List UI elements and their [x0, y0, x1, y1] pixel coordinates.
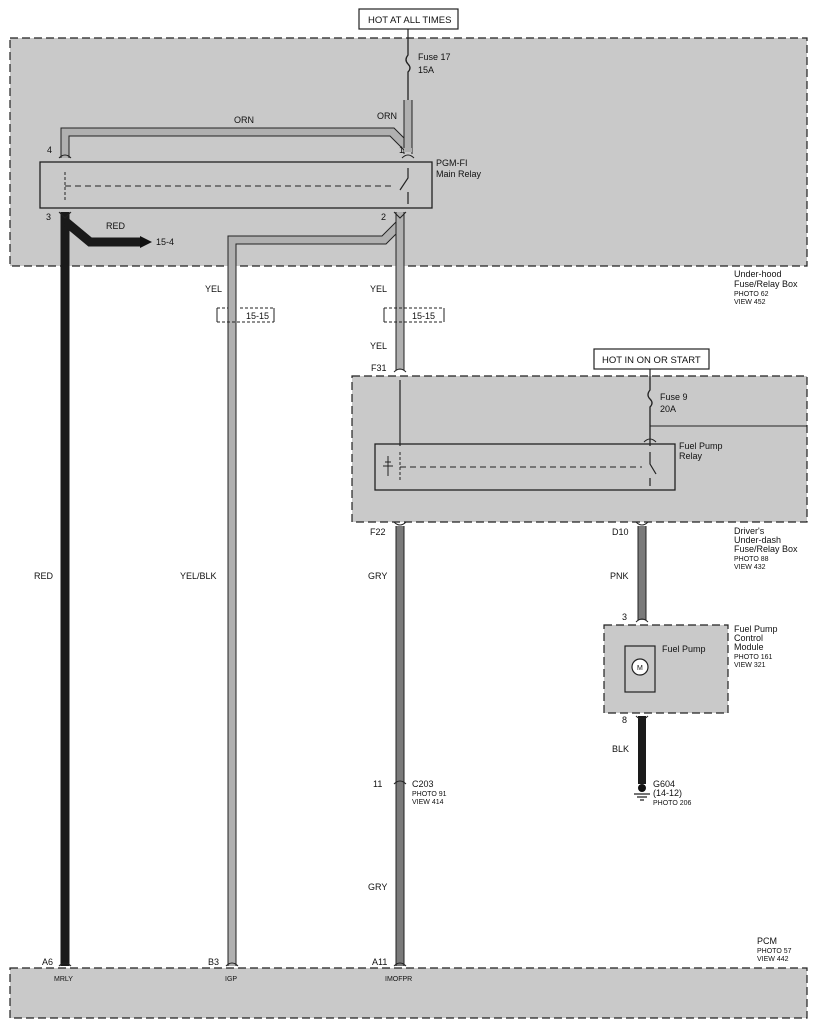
- fpcm-label-3: Module: [734, 642, 764, 652]
- pin-1: 1: [399, 145, 404, 155]
- yel-blk-wire: [228, 221, 403, 966]
- pcm-pin-imofpr: IMOFPR: [385, 976, 412, 983]
- fpcm-label-1: Fuel Pump: [734, 624, 778, 634]
- pcm-pin-igp: IGP: [225, 976, 237, 983]
- g604-label-1: G604: [653, 779, 675, 789]
- fuse-9-amp: 20A: [660, 404, 676, 414]
- wire-label-yel-right-2: YEL: [370, 341, 387, 351]
- c203-photo: PHOTO 91: [412, 791, 447, 798]
- red-branch-wire: [63, 218, 140, 247]
- driver-label-2: Under-dash: [734, 535, 781, 545]
- fuel-pump-motor-frame: [624, 645, 656, 693]
- pin-d10: D10: [612, 527, 629, 537]
- hot-in-on-or-start-box: [593, 348, 710, 370]
- driver-underdash-fuse-relay-box: [351, 375, 808, 523]
- driver-label-4: PHOTO 88: [734, 556, 769, 563]
- pin-a6: A6: [42, 957, 53, 967]
- pcm-label-3: VIEW 442: [757, 956, 789, 963]
- pgm-fi-main-relay: [39, 161, 433, 209]
- pin-f31: F31: [371, 363, 387, 373]
- motor-label: M: [637, 665, 643, 672]
- wire-label-red-branch: RED: [106, 221, 126, 231]
- fpcm-label-4: PHOTO 161: [734, 654, 772, 661]
- pin-2: 2: [381, 212, 386, 222]
- pcm-pin-mrly: MRLY: [54, 976, 73, 983]
- hot-in-on-or-start-label: HOT IN ON OR START: [602, 355, 701, 366]
- fuse-9-symbol: [647, 378, 653, 446]
- wire-label-blk: BLK: [612, 744, 629, 754]
- connector-15-15-b: 15-15: [412, 311, 435, 321]
- fpcm-label-5: VIEW 321: [734, 662, 766, 669]
- pin-a11: A11: [372, 957, 387, 967]
- pin-markers: [58, 154, 657, 967]
- pcm-label-1: PCM: [757, 936, 777, 946]
- driver-label-3: Fuse/Relay Box: [734, 544, 798, 554]
- motor-icon: [631, 658, 649, 676]
- g604-label-2: (14-12): [653, 788, 682, 798]
- hot-at-all-times-label: HOT AT ALL TIMES: [368, 15, 451, 26]
- fuse-17-symbol: [405, 40, 411, 100]
- fuse-9-label: Fuse 9: [660, 392, 688, 402]
- connector-15-15-a: 15-15: [246, 311, 269, 321]
- fuel-pump-control-module-box: [603, 624, 729, 714]
- c203-view: VIEW 414: [412, 799, 444, 806]
- fuel-pump-label: Fuel Pump: [662, 644, 706, 654]
- underhood-label-1: Under-hood: [734, 269, 782, 279]
- g604-label-3: PHOTO 206: [653, 800, 691, 807]
- pin-f22: F22: [370, 527, 386, 537]
- pcm-box: [9, 967, 808, 1019]
- ground-icon: [634, 793, 650, 801]
- fuse-17-amp: 15A: [418, 65, 434, 75]
- pin-fp8: 8: [622, 715, 627, 725]
- driver-label-5: VIEW 432: [734, 564, 766, 571]
- wire-label-yel-left: YEL: [205, 284, 222, 294]
- pgm-relay-label-2: Main Relay: [436, 169, 482, 179]
- pin-11: 11: [373, 779, 382, 789]
- pin-4: 4: [47, 145, 52, 155]
- fuel-pump-relay: [374, 443, 676, 491]
- fp-relay-label-2: Relay: [679, 451, 703, 461]
- pgm-relay-label-1: PGM-FI: [436, 158, 468, 168]
- driver-label-1: Driver's: [734, 526, 765, 536]
- wire-label-orn-top: ORN: [234, 115, 254, 125]
- fp-relay-label-1: Fuel Pump: [679, 441, 723, 451]
- connector-15-4: 15-4: [156, 237, 174, 247]
- underhood-label-4: VIEW 452: [734, 299, 766, 306]
- pcm-label-2: PHOTO 57: [757, 948, 792, 955]
- wire-label-gry-1: GRY: [368, 571, 387, 581]
- wire-label-yel-blk: YEL/BLK: [180, 571, 217, 581]
- pin-b3: B3: [208, 957, 219, 967]
- pin-3: 3: [46, 212, 51, 222]
- wire-label-red: RED: [34, 571, 54, 581]
- fuse-17-label: Fuse 17: [418, 52, 451, 62]
- c203-label: C203: [412, 779, 434, 789]
- wire-label-yel-right: YEL: [370, 284, 387, 294]
- underhood-label-3: PHOTO 62: [734, 291, 769, 298]
- wire-label-gry-2: GRY: [368, 882, 387, 892]
- fpcm-label-2: Control: [734, 633, 763, 643]
- wire-label-pnk: PNK: [610, 571, 629, 581]
- pin-fp3: 3: [622, 612, 627, 622]
- wire-label-orn-right: ORN: [377, 111, 397, 121]
- underhood-label-2: Fuse/Relay Box: [734, 279, 798, 289]
